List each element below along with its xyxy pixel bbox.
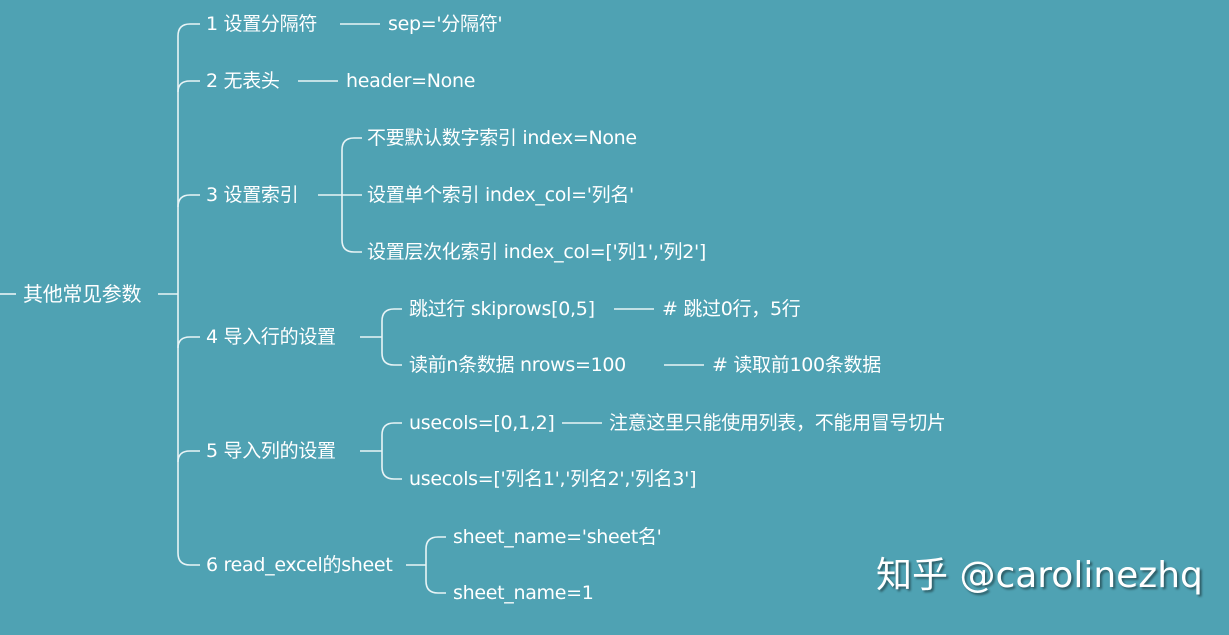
- branch-3-child-2[interactable]: 设置单个索引 index_col='列名': [367, 184, 634, 206]
- watermark: 知乎 @carolinezhq: [876, 555, 1203, 596]
- branch-5-child-1[interactable]: usecols=[0,1,2]: [409, 412, 555, 434]
- branch-3-label[interactable]: 3 设置索引: [206, 184, 299, 206]
- branch-5-label[interactable]: 5 导入列的设置: [206, 440, 336, 462]
- branch-6-label[interactable]: 6 read_excel的sheet: [206, 554, 393, 576]
- branch-4-child-1[interactable]: 跳过行 skiprows[0,5]: [409, 298, 595, 320]
- branch-4-child-2-note[interactable]: # 读取前100条数据: [712, 354, 881, 376]
- branch-2-note[interactable]: header=None: [346, 70, 476, 92]
- branch-5-child-1-note[interactable]: 注意这里只能使用列表，不能用冒号切片: [609, 412, 946, 434]
- branch-1-label[interactable]: 1 设置分隔符: [206, 13, 318, 35]
- branch-6-child-2[interactable]: sheet_name=1: [453, 582, 594, 604]
- branch-5-child-2[interactable]: usecols=['列名1','列名2','列名3']: [409, 468, 697, 490]
- branch-3-child-3[interactable]: 设置层次化索引 index_col=['列1','列2']: [367, 241, 707, 263]
- branch-3-child-1[interactable]: 不要默认数字索引 index=None: [367, 127, 637, 149]
- branch-2-label[interactable]: 2 无表头: [206, 70, 280, 92]
- root-node[interactable]: 其他常见参数: [23, 282, 142, 306]
- branch-1-note[interactable]: sep='分隔符': [388, 13, 503, 35]
- branch-4-child-2[interactable]: 读前n条数据 nrows=100: [409, 354, 626, 376]
- branch-4-child-1-note[interactable]: # 跳过0行，5行: [662, 298, 801, 320]
- branch-4-label[interactable]: 4 导入行的设置: [206, 326, 336, 348]
- branch-6-child-1[interactable]: sheet_name='sheet名': [453, 526, 662, 548]
